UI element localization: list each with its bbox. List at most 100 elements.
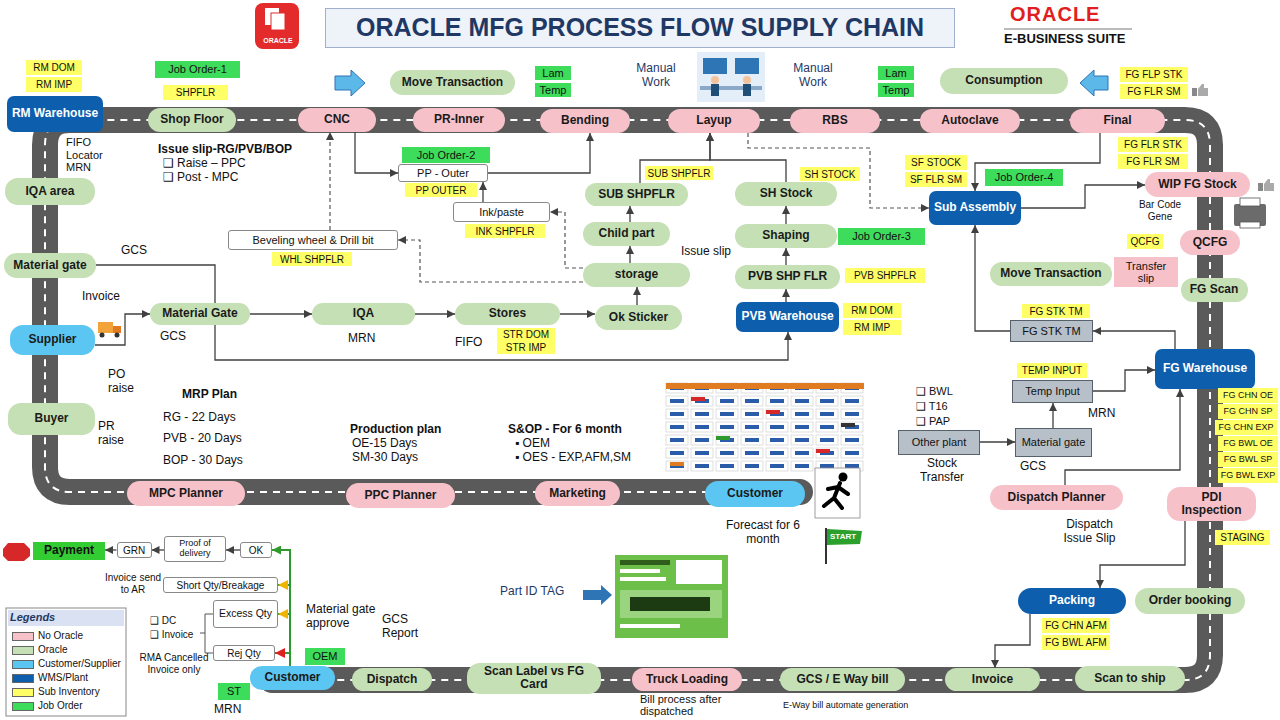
customer-logos [766,410,780,414]
oracle-icon [255,3,299,49]
process-pill: SUB SHPFLR [585,183,688,206]
process-pill: Truck Loading [632,668,742,691]
annotation-text: ▪ OEM [515,437,550,451]
node-text: FG CHN AFM [1045,620,1107,631]
process-pill: Invoice [945,668,1040,691]
node-text: WHL SHPFLR [280,254,344,265]
note-box: Beveling wheel & Drill bit [228,230,398,250]
annotation-text: Invoice send to AR [104,572,162,595]
oracle-icon [271,13,285,30]
note-box: PP - Outer [398,164,488,182]
node-text: Other plant [912,436,966,448]
thumbs-icon [1258,183,1263,191]
title-box: ORACLE MFG PROCESS FLOW SUPPLY CHAIN [325,8,955,48]
legend-text: Customer/Supplier [38,658,121,670]
node-text: FG BWL SP [1224,455,1273,465]
inventory-tag: FG BWL EXP [1218,468,1278,483]
node-text: PR-Inner [434,113,484,126]
node-text: FG BWL AFM [1045,637,1106,648]
process-pill: storage [583,263,690,287]
annotation-text: Manual Work [787,62,839,90]
node-text: Job Order-3 [852,230,911,242]
connector [488,133,590,173]
bracket [200,614,213,653]
annotation-text: Production plan [350,423,441,437]
process-pill: Consumption [940,68,1068,94]
thumbs-icon [1192,88,1197,96]
annotation-text: RMA Cancelled Invoice only [138,652,210,675]
node-text: Material Gate [162,307,237,320]
node-text: PP - Outer [417,167,469,179]
node-text: Material gate [1022,436,1086,448]
node-text: QCFG [1193,236,1228,249]
node-text: FG CHN SP [1223,407,1272,417]
connector [275,653,290,666]
connector [329,132,330,230]
job-order-tag: Temp [535,83,571,97]
legend-text: No Oracle [38,630,83,642]
annotation-text: ORACLE [257,37,299,45]
manual-work-picture [703,58,727,74]
process-pill: FG Scan [1181,278,1248,302]
job-order-tag: Job Order-2 [402,147,490,163]
annotation-text: ❑ Raise – PPC [163,157,246,171]
node-text: FG FLP STK [1125,69,1182,80]
warehouse-pill: Packing [1018,588,1126,614]
connector [250,313,312,314]
process-pill: Buyer [8,403,95,435]
manual-work-picture [700,86,762,90]
process-pill: PDI Inspection [1167,487,1256,521]
node-text: Lam [885,67,906,79]
stop-sign [3,543,30,561]
annotation-text: ❑ Invoice [150,629,193,641]
annotation-text: START [830,532,856,541]
node-text: FG BWL OE [1223,439,1273,449]
connector [398,240,583,282]
annotation-text: Dispatch Issue Slip [1052,518,1127,546]
inventory-tag: FG FLR STK [1118,137,1188,152]
customer-logos [716,436,730,440]
annotation-text: Bar Code Gene [1135,199,1185,222]
node-text: Customer [264,671,320,684]
process-pill: QCFG [1180,230,1240,255]
node-text: Move Transaction [402,76,503,89]
node-text: SUB SHPFLR [648,168,711,179]
node-text: MPC Planner [149,487,223,500]
node-text: FG Scan [1190,283,1239,296]
node-text: PPC Planner [364,489,436,502]
truck-icon [100,333,105,338]
annotation-text: RG - 22 Days [163,411,236,425]
note-box: Excess Qty [213,600,278,628]
stop-sign [3,543,30,561]
annotation-text: Bill process after dispatched [640,693,745,717]
plant-box: Material gate [1015,428,1092,457]
process-pill: Stores [455,303,560,325]
process-pill: Marketing [535,481,620,506]
customer-logos [666,383,864,389]
node-text: Payment [44,544,94,557]
node-text: Excess Qty [219,608,272,620]
node-text: Consumption [965,74,1042,87]
start-flag [825,528,827,564]
annotation-text: PO raise [108,368,148,396]
node-text: Temp [883,84,910,96]
process-pill: PVB SHP FLR [735,265,840,289]
annotation-text: Material gate approve [306,603,384,631]
annotation-text: ❑ T16 [916,400,948,413]
road [45,120,1210,680]
inventory-tag: PP OUTER [405,183,477,197]
connector [1093,331,1175,349]
manual-work-picture [743,84,751,96]
process-pill: Autoclave [920,109,1020,133]
node-text: PP OUTER [416,185,467,196]
node-text: SF FLR SM [910,174,962,185]
node-text: WIP FG Stock [1158,178,1236,191]
truck-icon [98,322,113,333]
customer-logos [665,382,865,473]
annotation-text: Part ID TAG [500,585,564,599]
annotation-text: ❑ BWL [916,385,953,398]
party-pill: Supplier [10,325,95,355]
connector [975,133,1100,191]
direction-arrow [335,70,365,96]
